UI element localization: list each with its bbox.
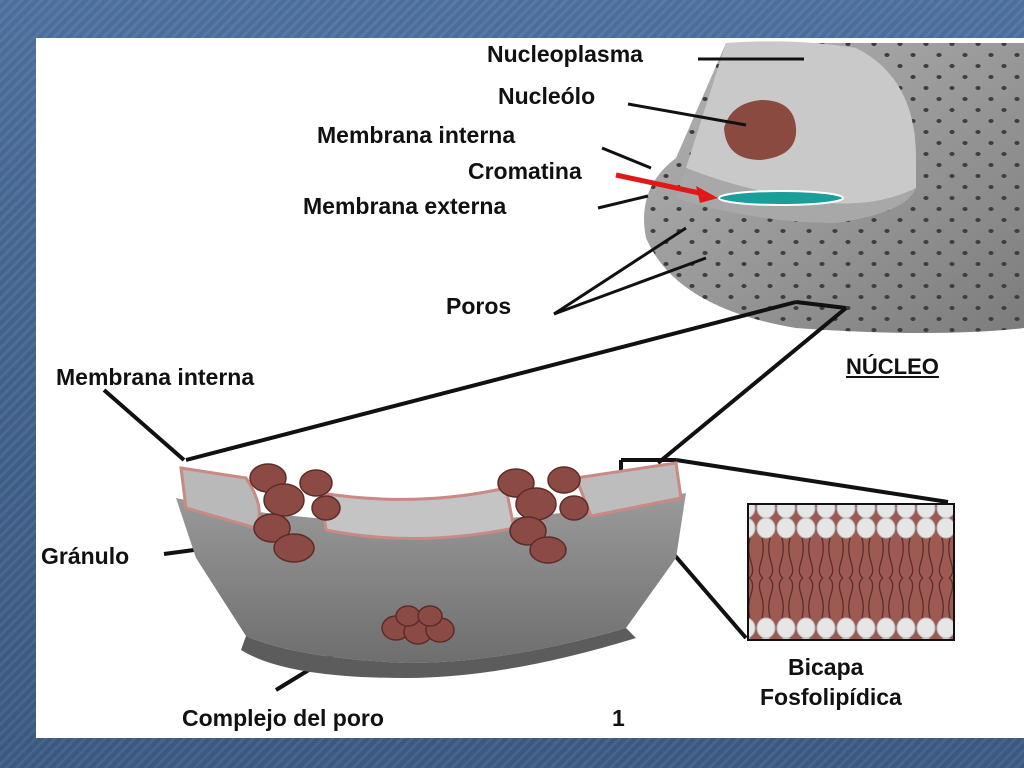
label-poros: Poros [446,293,512,319]
label-nucleoplasma: Nucleoplasma [487,41,643,67]
label-complejo-del-poro: Complejo del poro [182,705,384,731]
label-fosfolipidica: Fosfolipídica [760,684,902,710]
nuclear-envelope-diagram [102,41,1024,692]
slide-panel: Nucleoplasma Nucleólo Membrana interna C… [36,38,1024,738]
nucleolus [724,100,797,160]
red-arrow [615,172,718,203]
granules [249,463,589,645]
top-leader-lines [553,57,804,316]
label-nucleolo: Nucleólo [498,83,596,109]
label-membrana-interna-bottom: Membrana interna [56,364,255,390]
label-membrana-interna-top: Membrana interna [317,122,516,148]
label-granulo: Gránulo [41,543,130,569]
nucleus-sphere [644,41,1024,333]
bilayer-inset [747,503,955,641]
label-cromatina: Cromatina [468,158,582,184]
label-membrana-externa: Membrana externa [303,193,507,219]
chromatin-ellipse [718,190,844,206]
figure-number: 1 [612,705,625,731]
pore-section [176,461,686,678]
label-nucleo: NÚCLEO [846,354,939,379]
label-bicapa: Bicapa [788,654,864,680]
